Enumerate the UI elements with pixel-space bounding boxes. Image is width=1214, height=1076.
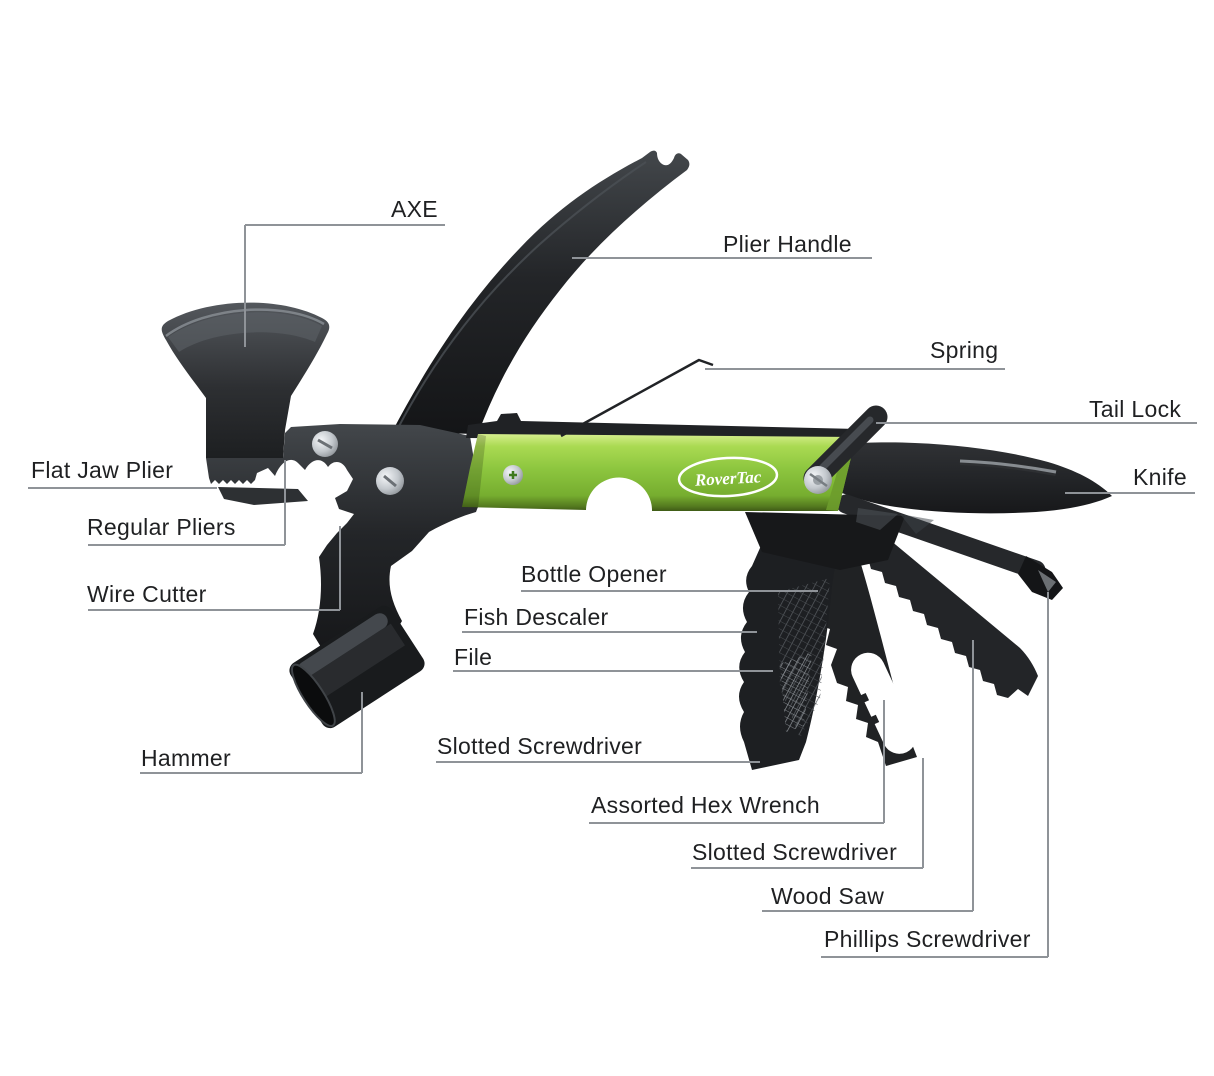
pliers-head-group xyxy=(161,150,690,729)
pivot-cluster xyxy=(745,512,905,570)
wood-saw-tool xyxy=(852,528,1038,698)
axe-head xyxy=(161,302,330,458)
phillips-tip-highlight xyxy=(1038,570,1056,592)
label-flat-jaw-plier: Flat Jaw Plier xyxy=(31,457,174,483)
rovertac-logo-text: RoverTac xyxy=(693,467,762,490)
green-handle-screw xyxy=(503,465,523,485)
leader-hammer xyxy=(140,692,363,774)
leader-wire-cutter xyxy=(88,526,341,611)
lower-jaw xyxy=(218,487,308,505)
handle-group: RoverTac xyxy=(462,358,888,511)
tail-pivot-screw xyxy=(804,466,832,494)
label-file: File xyxy=(454,644,493,670)
leader-wood-saw xyxy=(762,640,974,912)
phillips-screwdriver-tip xyxy=(1018,556,1063,600)
label-assorted-hex-wrench: Assorted Hex Wrench xyxy=(591,792,820,818)
label-wire-cutter: Wire Cutter xyxy=(87,581,207,607)
label-plier-handle: Plier Handle xyxy=(723,231,852,257)
pliers-body xyxy=(206,424,481,673)
leader-lines xyxy=(28,224,1197,958)
file-hatch-highlight xyxy=(780,652,812,732)
pivot-screw-lower xyxy=(376,467,404,495)
pivot-facet-2 xyxy=(900,514,934,534)
rovertac-logo: RoverTac xyxy=(677,456,779,498)
label-slotted-screwdriver-2: Slotted Screwdriver xyxy=(692,839,898,865)
label-wood-saw: Wood Saw xyxy=(771,883,885,909)
label-slotted-screwdriver-1: Slotted Screwdriver xyxy=(437,733,643,759)
leader-phillips-screwdriver xyxy=(821,592,1049,958)
hex-slot-step-1 xyxy=(859,692,870,704)
leader-assorted-hex-wrench xyxy=(589,700,885,824)
plier-handle xyxy=(392,150,690,434)
hex-slot-step-2 xyxy=(869,714,880,725)
tail-lock-highlight xyxy=(813,416,874,477)
label-hammer: Hammer xyxy=(141,745,231,771)
hammer-head xyxy=(289,605,425,729)
label-regular-pliers: Regular Pliers xyxy=(87,514,236,540)
label-spring: Spring xyxy=(930,337,999,363)
pivot-facet-1 xyxy=(856,508,898,530)
label-tail-lock: Tail Lock xyxy=(1089,396,1182,422)
knife-blade xyxy=(804,442,1112,514)
pivot-screw-upper xyxy=(312,431,338,457)
label-phillips-screwdriver: Phillips Screwdriver xyxy=(824,926,1031,952)
spring-wire xyxy=(560,358,714,438)
label-axe: AXE xyxy=(391,196,438,222)
leader-regular-pliers xyxy=(88,460,286,546)
label-knife: Knife xyxy=(1133,464,1187,490)
knife-nail-groove-highlight xyxy=(959,459,1057,474)
plier-handle-highlight xyxy=(397,161,647,429)
label-bottle-opener: Bottle Opener xyxy=(521,561,667,587)
fanned-tools xyxy=(739,442,1112,770)
leader-slotted-screwdriver-2 xyxy=(691,758,924,869)
green-handle-left-shade xyxy=(462,434,486,508)
leader-axe xyxy=(244,224,445,347)
label-fish-descaler: Fish Descaler xyxy=(464,604,609,630)
